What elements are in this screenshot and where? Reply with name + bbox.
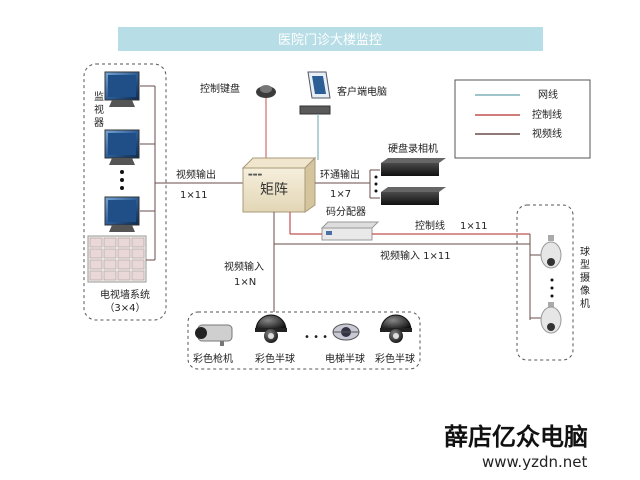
legend-label-control: 控制线 [532,108,562,121]
dome-label-char-3: 摄 [580,271,590,284]
legend: 网线 控制线 视频线 [454,79,591,159]
camera-label: 彩色半球 [375,352,415,365]
keyboard-label: 控制键盘 [200,82,240,95]
client-pc-icon [299,71,331,115]
camera-ellipsis: • • • [304,332,328,343]
dome-camera-icon [540,235,562,269]
camera-group: • • • 彩色枪机 彩色半球 电梯半球 彩色半球 [187,311,421,370]
video-output-bracket [140,85,243,261]
client-pc-label: 客户端电脑 [337,85,387,98]
control-line-ratio: 1×11 [460,221,487,232]
ellipsis-dot [374,175,378,179]
title-banner [118,27,543,51]
dome-group-dashed-border [516,204,574,361]
control-keyboard-icon [256,85,276,98]
loop-out-label: 环通输出 [320,168,360,181]
tv-wall-group: 监 视 器 [83,63,167,321]
ellipsis-dot [374,189,378,193]
video-in-ratio: 1×N [234,277,256,288]
monitor-icon [104,71,140,107]
tv-wall-grid-icon [87,235,147,283]
loop-out-ratio: 1×7 [330,189,351,200]
monitors-label-char-1: 监 [94,90,104,103]
ellipsis-dot [550,278,554,282]
tv-wall-label: 电视墙系统 [100,288,150,301]
ellipsis-dot [120,186,124,190]
dvr-label: 硬盘录相机 [388,142,438,155]
bullet-camera-icon [195,324,233,346]
camera-label: 彩色枪机 [193,352,233,365]
dome-camera-icon [540,302,562,334]
video-out-ratio: 1×11 [180,190,207,201]
watermark-brand: 薛店亿众电脑 [444,422,588,451]
elevator-dome-camera-icon [332,323,360,341]
monitors-label-char-3: 器 [94,117,104,129]
ellipsis-dot [120,178,124,182]
dvr-icon [381,158,446,176]
dome-video-in-label: 视频输入 1×11 [380,249,451,262]
monitor-icon [104,196,140,232]
dome-label-char-5: 机 [580,297,590,310]
matrix-label: 矩阵 [260,182,288,198]
matrix-box: ▬▬▬ [241,156,317,213]
control-line-label: 控制线 [415,219,445,232]
dome-camera-icon [380,314,412,343]
monitors-label-char-2: 视 [94,103,104,116]
ellipsis-dot [550,294,554,298]
dome-camera-icon [255,314,287,343]
legend-label-network: 网线 [538,88,558,101]
ellipsis-dot [120,170,124,174]
ellipsis-dot [550,286,554,290]
monitor-icon [104,129,140,165]
code-distributor-label: 码分配器 [326,206,366,218]
matrix-brand-mark: ▬▬▬ [248,172,262,178]
camera-group-dashed-border [187,311,421,370]
code-distributor-icon [320,221,380,241]
camera-label: 彩色半球 [255,352,295,365]
dome-camera-group: 球 型 摄 像 机 [516,204,590,361]
legend-label-video: 视频线 [532,127,562,140]
dome-label-char-1: 球 [580,245,590,258]
ellipsis-dot [374,182,378,186]
loop-output-bracket [315,169,380,199]
page-title: 医院门诊大楼监控 [278,33,382,48]
tv-wall-dashed-border [83,63,167,321]
tv-wall-size: （3×4） [104,302,145,314]
dvr-icon [381,187,446,205]
video-in-label: 视频输入 [224,260,264,273]
dome-label-char-4: 像 [580,285,590,297]
camera-label: 电梯半球 [325,352,365,365]
video-out-label: 视频输出 [176,168,216,181]
watermark-url: www.yzdn.net [482,453,587,471]
dome-label-char-2: 型 [580,258,590,271]
